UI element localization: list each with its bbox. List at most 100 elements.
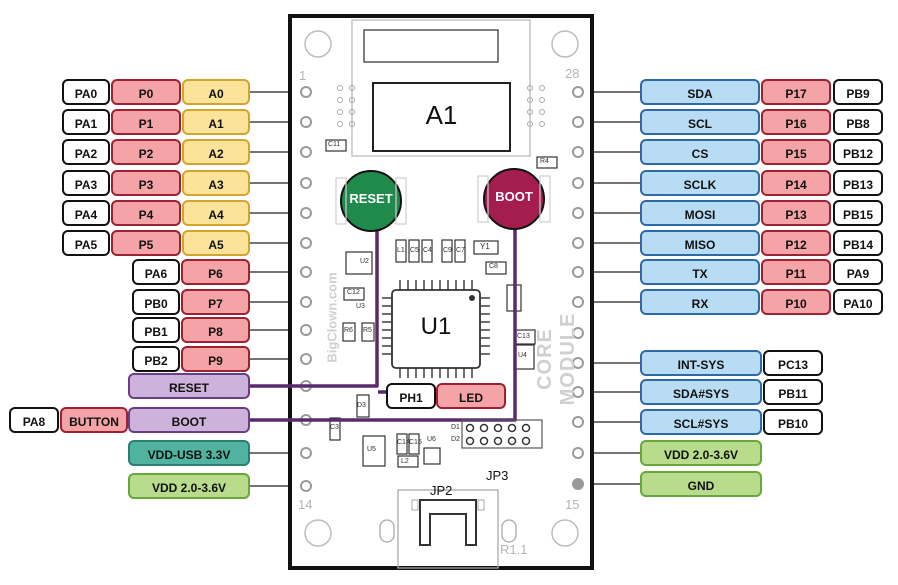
analog-a4-label: A4 — [182, 200, 250, 226]
designator-y1: Y1 — [480, 242, 490, 251]
pin-p7-label: P7 — [181, 289, 250, 315]
designator-c7: C7 — [456, 247, 465, 254]
pin-p11-label: P11 — [761, 259, 831, 285]
designator-d2: D2 — [451, 436, 460, 443]
boot-pin-label: BOOT — [128, 407, 250, 433]
vdd-usb-label: VDD-USB 3.3V — [128, 440, 250, 466]
fn-miso-label: MISO — [640, 230, 760, 256]
fn-sclk-label: SCLK — [640, 170, 760, 196]
port-pb0-label: PB0 — [132, 289, 180, 315]
pin-p5-label: P5 — [111, 230, 181, 256]
fn-mosi-label: MOSI — [640, 200, 760, 226]
chip-u1 — [382, 280, 490, 378]
port-ph1-label: PH1 — [386, 383, 436, 409]
designator-c5: C5 — [410, 247, 419, 254]
fn-scl-sys-label: SCL#SYS — [640, 409, 762, 435]
fn-cs-label: CS — [640, 139, 760, 165]
port-pa2-label: PA2 — [62, 139, 110, 165]
designator-l2: L2 — [401, 458, 409, 465]
led-label: LED — [436, 383, 506, 409]
designator-c9: C9 — [443, 247, 452, 254]
reset-button[interactable]: RESET — [349, 191, 393, 206]
reset-pin-label: RESET — [128, 373, 250, 399]
port-pb15-label: PB15 — [833, 200, 883, 226]
port-pb8-label: PB8 — [833, 109, 883, 135]
jp2-label: JP2 — [430, 483, 453, 498]
designator-c8: C8 — [489, 263, 498, 270]
designator-d3: D3 — [357, 402, 366, 409]
fn-scl-label: SCL — [640, 109, 760, 135]
designator-u3: U3 — [356, 303, 365, 310]
analog-a3-label: A3 — [182, 170, 250, 196]
pin-14-label: 14 — [298, 497, 313, 512]
jp3-label: JP3 — [486, 468, 509, 483]
designator-u4: U4 — [518, 352, 527, 359]
port-pb13-label: PB13 — [833, 170, 883, 196]
pin-15-label: 15 — [565, 497, 580, 512]
boot-button[interactable]: BOOT — [495, 189, 533, 204]
vdd-right-label: VDD 2.0-3.6V — [640, 440, 762, 466]
port-pb2-label: PB2 — [132, 346, 180, 372]
designator-r4: R4 — [540, 158, 549, 165]
core-module-text: CORE MODULE — [534, 312, 579, 406]
chip-u1-label: U1 — [420, 313, 452, 340]
analog-a0-label: A0 — [182, 79, 250, 105]
button-function-label: BUTTON — [60, 407, 128, 433]
designator-r5: R5 — [363, 327, 372, 334]
port-pc13-label: PC13 — [763, 350, 823, 376]
port-pb12-label: PB12 — [833, 139, 883, 165]
port-pb9-label: PB9 — [833, 79, 883, 105]
port-pa0-label: PA0 — [62, 79, 110, 105]
designator-c11: C11 — [328, 141, 341, 148]
designator-l1: L1 — [397, 247, 405, 254]
revision-label: R1.1 — [500, 542, 528, 557]
pin-p3-label: P3 — [111, 170, 181, 196]
port-pb1-label: PB1 — [132, 317, 180, 343]
port-pb14-label: PB14 — [833, 230, 883, 256]
port-pa10-label: PA10 — [833, 289, 883, 315]
fn-sda-label: SDA — [640, 79, 760, 105]
pin-p12-label: P12 — [761, 230, 831, 256]
watermark-text: BigClown.com — [324, 272, 340, 363]
analog-a5-label: A5 — [182, 230, 250, 256]
pin-p1-label: P1 — [111, 109, 181, 135]
jp2-usb-connector — [379, 489, 517, 569]
pin-p13-label: P13 — [761, 200, 831, 226]
pin-p9-label: P9 — [181, 346, 250, 372]
port-pa4-label: PA4 — [62, 200, 110, 226]
pin-p6-label: P6 — [181, 259, 250, 285]
port-pa5-label: PA5 — [62, 230, 110, 256]
designator-u5: U5 — [367, 446, 376, 453]
designator-d1: D1 — [451, 424, 460, 431]
fn-int-sys-label: INT-SYS — [640, 350, 762, 376]
fn-tx-label: TX — [640, 259, 760, 285]
fn-sda-sys-label: SDA#SYS — [640, 379, 762, 405]
analog-a1-label: A1 — [182, 109, 250, 135]
mounting-holes — [304, 30, 579, 547]
designator-c15: C15 — [409, 439, 422, 446]
pin-p17-label: P17 — [761, 79, 831, 105]
pin-28-label: 28 — [565, 66, 580, 81]
designator-u6: U6 — [427, 436, 436, 443]
designator-c13: C13 — [517, 333, 530, 340]
reset-button-graphic — [340, 170, 402, 232]
port-pa1-label: PA1 — [62, 109, 110, 135]
module-a1-box — [372, 82, 511, 152]
pin-p8-label: P8 — [181, 317, 250, 343]
designator-c12: C12 — [347, 289, 360, 296]
vdd-left-label: VDD 2.0-3.6V — [128, 473, 250, 499]
port-pa6-label: PA6 — [132, 259, 180, 285]
port-pa9-label: PA9 — [833, 259, 883, 285]
header-pads — [300, 86, 584, 492]
pin-p14-label: P14 — [761, 170, 831, 196]
pin-p16-label: P16 — [761, 109, 831, 135]
port-pb11-label: PB11 — [763, 379, 823, 405]
designator-c3: C3 — [330, 424, 339, 431]
designator-u2: U2 — [360, 258, 369, 265]
designator-c4: C4 — [423, 247, 432, 254]
pin-p0-label: P0 — [111, 79, 181, 105]
designator-c14: C14 — [397, 439, 410, 446]
pin-p4-label: P4 — [111, 200, 181, 226]
analog-a2-label: A2 — [182, 139, 250, 165]
